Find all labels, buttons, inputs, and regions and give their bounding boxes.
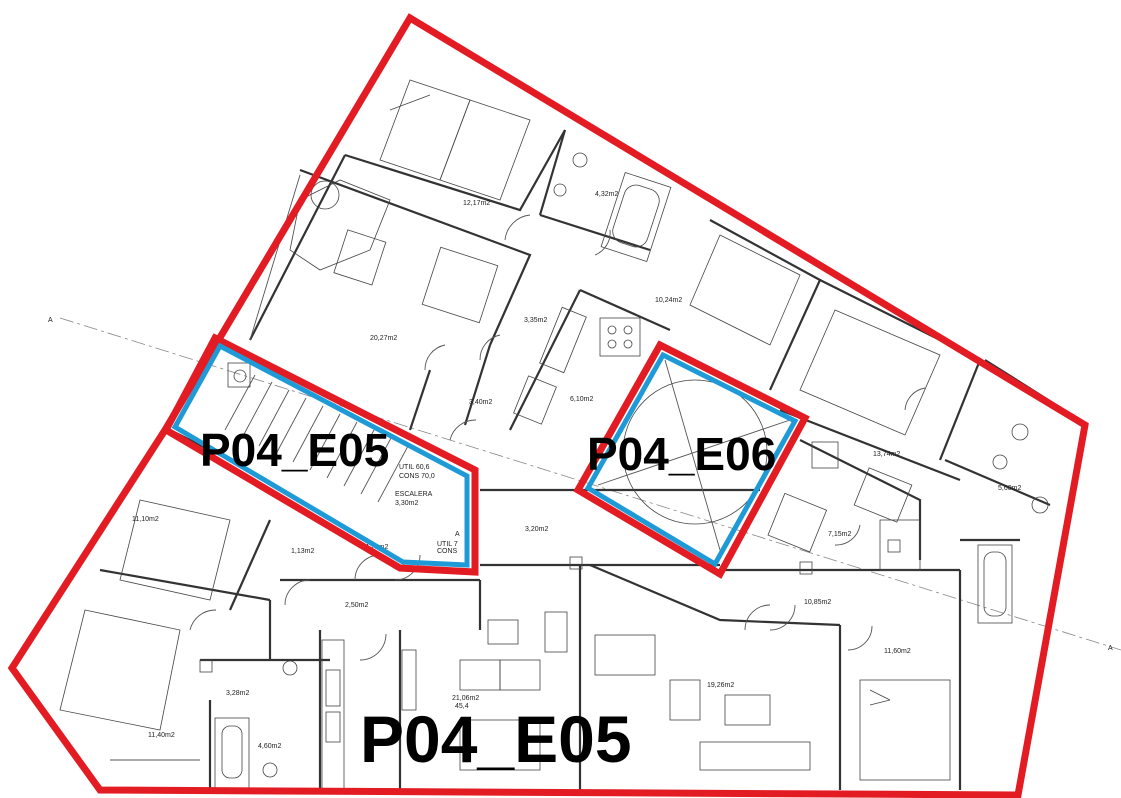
- furniture: [59, 79, 1049, 791]
- room-area-label: 4,32m2: [595, 191, 618, 198]
- room-area-label: 1,13m2: [291, 548, 314, 555]
- doors: [189, 214, 926, 661]
- e05-highlight: [171, 342, 470, 568]
- room-area-label: 11,10m2: [132, 516, 159, 523]
- room-area-label: 7,15m2: [828, 531, 851, 538]
- room-area-label: 19,26m2: [707, 682, 734, 689]
- e06-highlight: [584, 351, 799, 568]
- unit-label-e06: P04_E06: [587, 428, 776, 480]
- room-area-label: 3,20m2: [525, 526, 548, 533]
- room-area-label: 10,85m2: [804, 599, 831, 606]
- section-label-left: A: [48, 317, 53, 324]
- room-area-label: 6,10m2: [570, 396, 593, 403]
- room-area-label: 21,06m2: [452, 695, 479, 702]
- section-label-right: A: [1108, 645, 1113, 652]
- util-note: CONS 70,0: [399, 473, 435, 480]
- util-note: CONS: [437, 548, 458, 555]
- room-area-label: 13,74m2: [873, 451, 900, 458]
- room-area-label: 3,28m2: [226, 690, 249, 697]
- unit-label-e05-lower: P04_E05: [360, 702, 632, 776]
- room-labels: 12,17m2 4,32m2 10,24m2 20,27m2 3,35m2 3,…: [132, 191, 1021, 750]
- room-area-label: 2,50m2: [345, 602, 368, 609]
- unit-label-e05-upper: P04_E05: [200, 424, 389, 476]
- e06-outline: [573, 340, 810, 579]
- room-area-label: 11,60m2: [884, 648, 911, 655]
- room-area-label: 11,40m2: [148, 732, 175, 739]
- area-note: 45,4: [455, 703, 469, 710]
- section-label-mid: A: [455, 531, 460, 538]
- unit-outline-blue: [171, 342, 799, 568]
- room-area-label: 4,60m2: [258, 743, 281, 750]
- room-area-label: 3,40m2: [469, 399, 492, 406]
- room-area-label: 20,27m2: [370, 335, 397, 342]
- staircase: [224, 362, 409, 503]
- room-area-label: 10,24m2: [655, 297, 682, 304]
- util-note: UTIL 7: [437, 541, 458, 548]
- stair-area-note: 3,30m2: [395, 500, 418, 507]
- room-area-label: 12,17m2: [463, 200, 490, 207]
- room-area-label: 3,35m2: [524, 317, 547, 324]
- e05-upper-outline: [161, 333, 479, 576]
- room-area-label: 5,60m2: [998, 485, 1021, 492]
- shaft: [597, 359, 791, 551]
- unit-outline-red: [7, 13, 1089, 798]
- stair-note: ESCALERA: [395, 491, 433, 498]
- util-note: UTIL 60,6: [399, 464, 430, 471]
